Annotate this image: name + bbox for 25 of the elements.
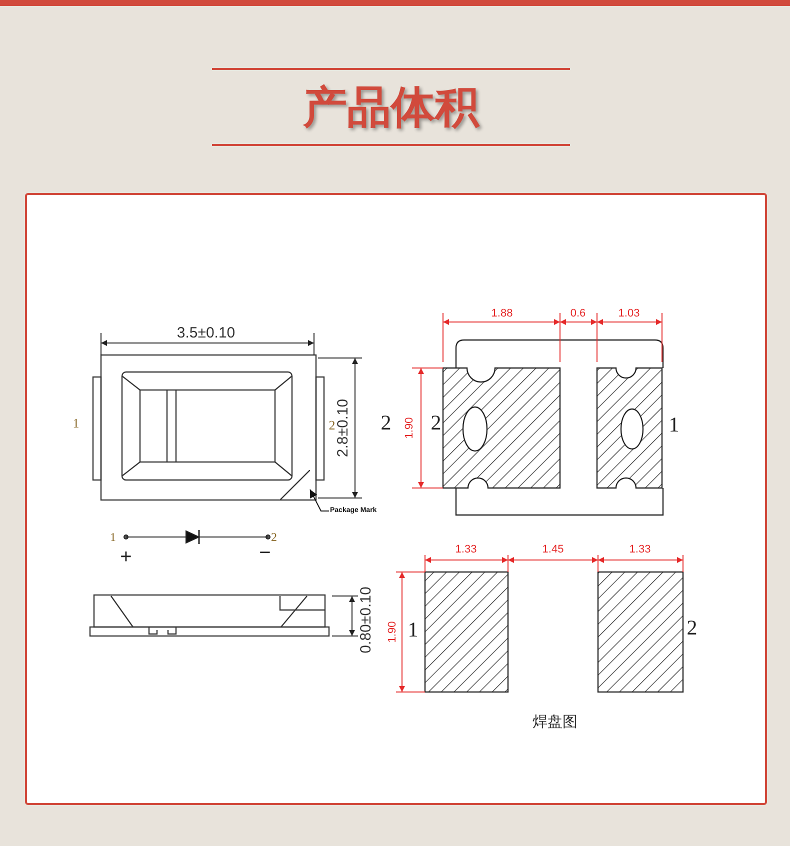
dimension-label: 1.45 xyxy=(542,544,564,556)
pin-number: 2 xyxy=(328,418,336,432)
pin-number: 2 xyxy=(271,531,277,543)
dimension-label: 1.33 xyxy=(455,544,477,556)
leader-line xyxy=(310,489,330,512)
polarity-sign: − xyxy=(259,543,271,563)
dimension-label: 1.88 xyxy=(491,308,513,320)
dimension-label: 2.8±0.10 xyxy=(336,398,350,458)
dimension-label: 1.90 xyxy=(388,621,398,643)
pin-number: 1 xyxy=(110,531,116,543)
pin-number: 2 xyxy=(686,618,698,638)
polarity-sign: + xyxy=(120,547,132,567)
pin-number: 2 xyxy=(430,412,442,434)
dimension-label: 3.5±0.10 xyxy=(176,326,236,340)
dimension-label: 0.80±0.10 xyxy=(358,586,374,654)
pin-number: 1 xyxy=(72,416,80,430)
dimension-label: 1.90 xyxy=(404,417,416,439)
dimension-label: 1.03 xyxy=(618,308,640,320)
pin-number: 2 xyxy=(380,412,392,434)
drawing-caption: 焊盘图 xyxy=(532,714,578,730)
pin-number: 1 xyxy=(668,414,680,436)
pin-number: 1 xyxy=(408,620,418,640)
dimension-label: 0.6 xyxy=(570,308,586,320)
dimension-label: 1.33 xyxy=(629,544,651,556)
title: 产品体积 xyxy=(302,81,481,135)
